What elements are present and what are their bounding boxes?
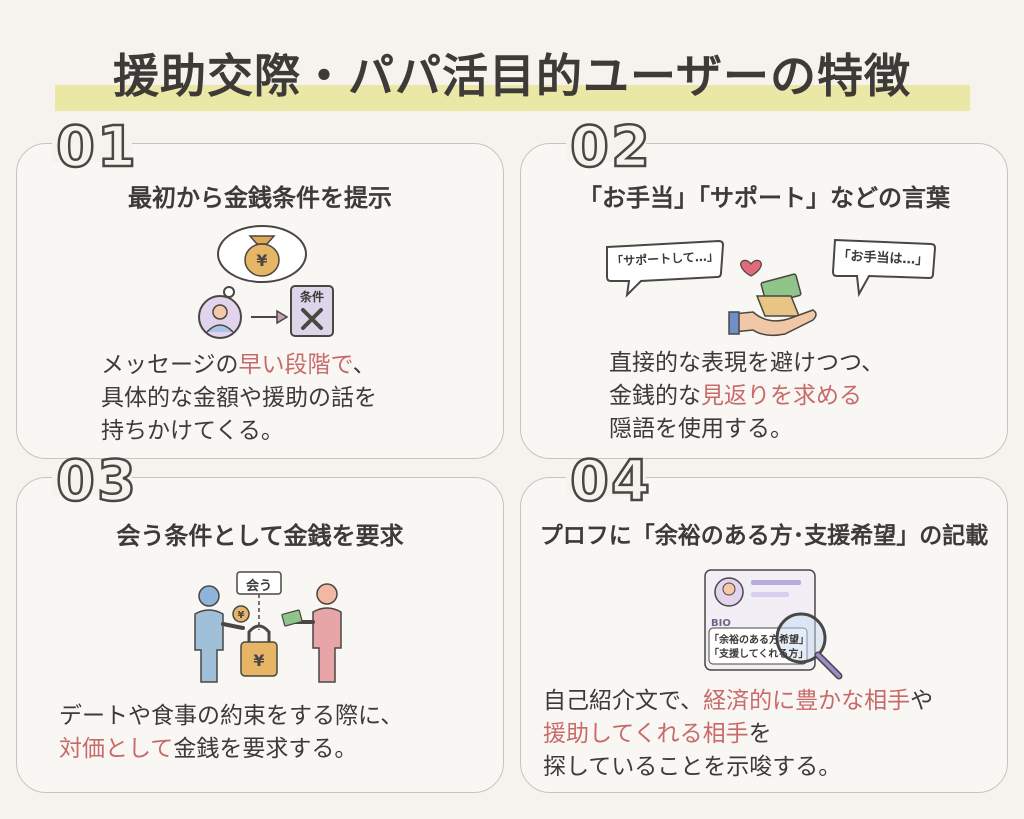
svg-text:¥: ¥ xyxy=(253,651,264,670)
person-right-icon xyxy=(281,583,342,683)
number-backdrop xyxy=(566,462,646,496)
card-number-04: 04 xyxy=(569,449,652,514)
card-03: 会う条件として金銭を要求 ¥ ¥ 会う デートや食事の約束をする際に、 xyxy=(16,477,504,793)
card-02: 「お手当」「サポート」などの言葉 「サポートして…」 「お手当は…」 直接的な表… xyxy=(520,143,1008,459)
card-desc: メッセージの早い段階で、 具体的な金額や援助の話を 持ちかけてくる。 xyxy=(101,352,377,444)
magnifier-icon xyxy=(775,612,843,680)
sign-board-icon xyxy=(236,571,282,630)
title-highlight-band xyxy=(55,85,970,111)
person-left-icon xyxy=(194,585,245,683)
card-desc: 自己紹介文で、経済的に豊かな相手や 援助してくれる相手を 探していることを示唆す… xyxy=(543,688,934,780)
speech-bubble-left-icon xyxy=(606,239,725,298)
svg-text:¥: ¥ xyxy=(238,610,245,621)
speech-bubble-right-icon xyxy=(831,238,937,298)
sign-label: 会う xyxy=(245,579,272,594)
card-number-02: 02 xyxy=(569,115,652,180)
yen-coin-icon: ¥ xyxy=(232,605,250,623)
bio-line-1: 「余裕のある方希望」 xyxy=(709,635,809,646)
card-desc: 直接的な表現を避けつつ、 金銭的な見返りを求める 隠語を使用する。 xyxy=(609,350,885,442)
money-thought-illustration: ¥ xyxy=(215,225,307,308)
arrow-right-icon xyxy=(251,309,289,325)
card-number-01: 01 xyxy=(55,115,138,180)
condition-reject-icon xyxy=(290,285,334,337)
padlock-yen-icon: ¥ xyxy=(240,624,278,677)
bio-label: BIO xyxy=(711,618,731,629)
svg-text:¥: ¥ xyxy=(256,251,267,270)
title-area: 援助交際・パパ活目的ユーザーの特徴 xyxy=(0,40,1024,120)
card-01: 最初から金銭条件を提示 ¥ 条件 メッセージの早い段階で、 具体的な金額や援助の… xyxy=(16,143,504,459)
number-backdrop xyxy=(52,462,132,496)
profile-card-icon xyxy=(704,569,843,680)
bio-line-2: 「支援してくれる方」 xyxy=(709,649,809,660)
number-backdrop xyxy=(566,128,646,162)
card-number-03: 03 xyxy=(55,449,138,514)
hand-offering-money-icon xyxy=(728,259,817,337)
page-title: 援助交際・パパ活目的ユーザーの特徴 xyxy=(112,49,912,103)
card-title: プロフに「余裕のある方･支援希望」の記載 xyxy=(539,523,989,549)
meeting-payment-illustration: ¥ ¥ xyxy=(194,571,342,683)
card-title: 最初から金銭条件を提示 xyxy=(128,184,392,212)
card-title: 会う条件として金銭を要求 xyxy=(116,522,404,550)
user-avatar-icon xyxy=(198,295,242,339)
card-04: プロフに「余裕のある方･支援希望」の記載 BIO 「余裕のある方希望」 「支援し… xyxy=(520,477,1008,793)
card-title: 「お手当」「サポート」などの言葉 xyxy=(578,184,950,212)
card-desc: デートや食事の約束をする際に、 対価として金銭を要求する。 xyxy=(59,703,404,762)
number-backdrop xyxy=(52,128,132,162)
condition-label: 条件 xyxy=(299,290,324,304)
money-bag-icon: ¥ xyxy=(244,235,280,277)
